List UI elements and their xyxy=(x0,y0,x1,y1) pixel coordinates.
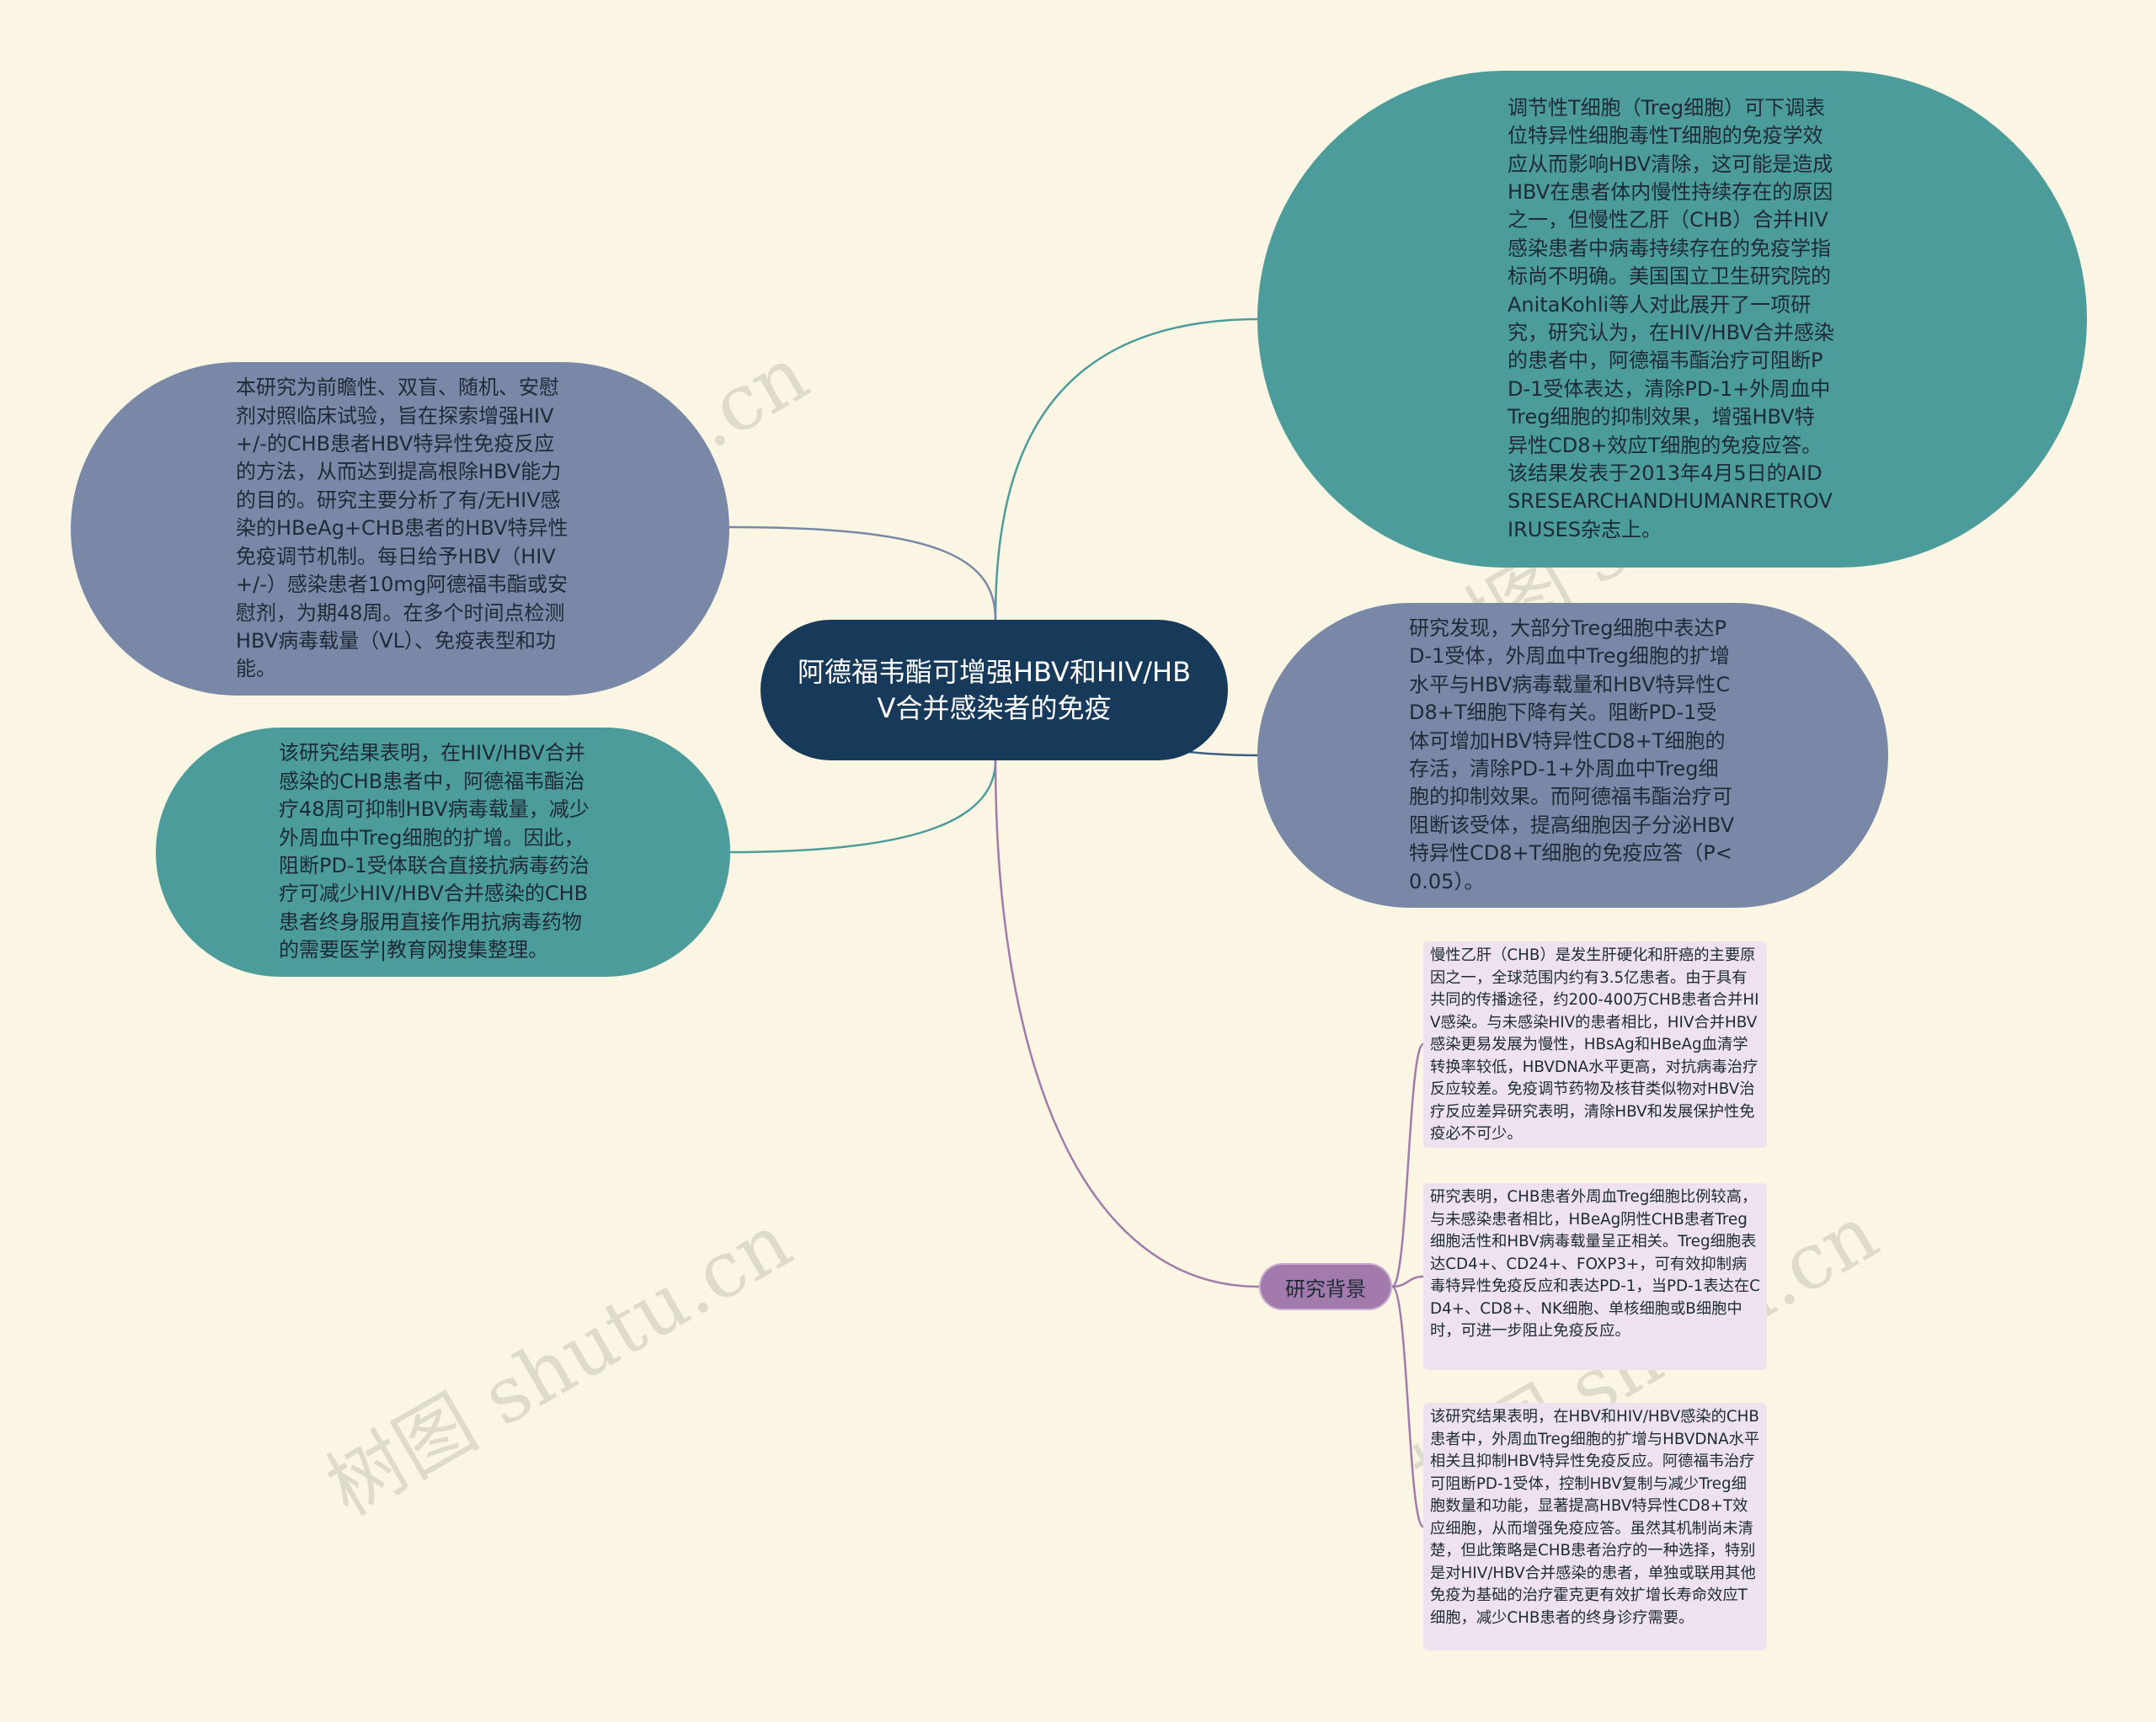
background-label: 研究背景 xyxy=(1285,1277,1366,1301)
connector-background xyxy=(994,760,1260,1288)
connector-card-2 xyxy=(1391,1275,1424,1288)
connector-card-3 xyxy=(1390,1285,1425,1528)
node-text: 本研究为前瞻性、双盲、随机、安慰剂对照临床试验，旨在探索增强HIV+/-的CHB… xyxy=(236,376,568,681)
connector-card-1 xyxy=(1390,1042,1425,1288)
background-card-treg[interactable]: 研究表明，CHB患者外周血Treg细胞比例较高，与未感染患者相比，HBeAg阴性… xyxy=(1423,1183,1767,1370)
node-text: 调节性T细胞（Treg细胞）可下调表位特异性细胞毒性T细胞的免疫学效应从而影响H… xyxy=(1508,95,1834,541)
left-node-study-design[interactable]: 本研究为前瞻性、双盲、随机、安慰剂对照临床试验，旨在探索增强HIV+/-的CHB… xyxy=(71,362,729,696)
right-node-findings[interactable]: 研究发现，大部分Treg细胞中表达PD-1受体，外周血中Treg细胞的扩增水平与… xyxy=(1257,603,1888,908)
card-text: 研究表明，CHB患者外周血Treg细胞比例较高，与未感染患者相比，HBeAg阴性… xyxy=(1430,1188,1760,1340)
node-text: 研究发现，大部分Treg细胞中表达PD-1受体，外周血中Treg细胞的扩增水平与… xyxy=(1409,616,1735,893)
background-card-results[interactable]: 该研究结果表明，在HBV和HIV/HBV感染的CHB患者中，外周血Treg细胞的… xyxy=(1423,1403,1767,1650)
connector-left-1 xyxy=(728,525,997,621)
card-text: 该研究结果表明，在HBV和HIV/HBV感染的CHB患者中，外周血Treg细胞的… xyxy=(1430,1408,1760,1627)
background-card-chb[interactable]: 慢性乙肝（CHB）是发生肝硬化和肝癌的主要原因之一，全球范围内约有3.5亿患者。… xyxy=(1423,941,1767,1148)
center-topic-node[interactable]: 阿德福韦酯可增强HBV和HIV/HBV合并感染者的免疫 xyxy=(760,620,1228,760)
node-text: 该研究结果表明，在HIV/HBV合并感染的CHB患者中，阿德福韦酯治疗48周可抑… xyxy=(279,741,590,962)
connector-right-1 xyxy=(994,317,1258,621)
connector-left-2 xyxy=(729,760,997,854)
center-topic-text: 阿德福韦酯可增强HBV和HIV/HBV合并感染者的免疫 xyxy=(797,655,1192,724)
left-node-conclusion[interactable]: 该研究结果表明，在HIV/HBV合并感染的CHB患者中，阿德福韦酯治疗48周可抑… xyxy=(156,728,730,977)
card-text: 慢性乙肝（CHB）是发生肝硬化和肝癌的主要原因之一，全球范围内约有3.5亿患者。… xyxy=(1430,946,1759,1143)
right-node-treg-study[interactable]: 调节性T细胞（Treg细胞）可下调表位特异性细胞毒性T细胞的免疫学效应从而影响H… xyxy=(1257,71,2087,568)
background-topic-node[interactable]: 研究背景 xyxy=(1259,1263,1392,1310)
